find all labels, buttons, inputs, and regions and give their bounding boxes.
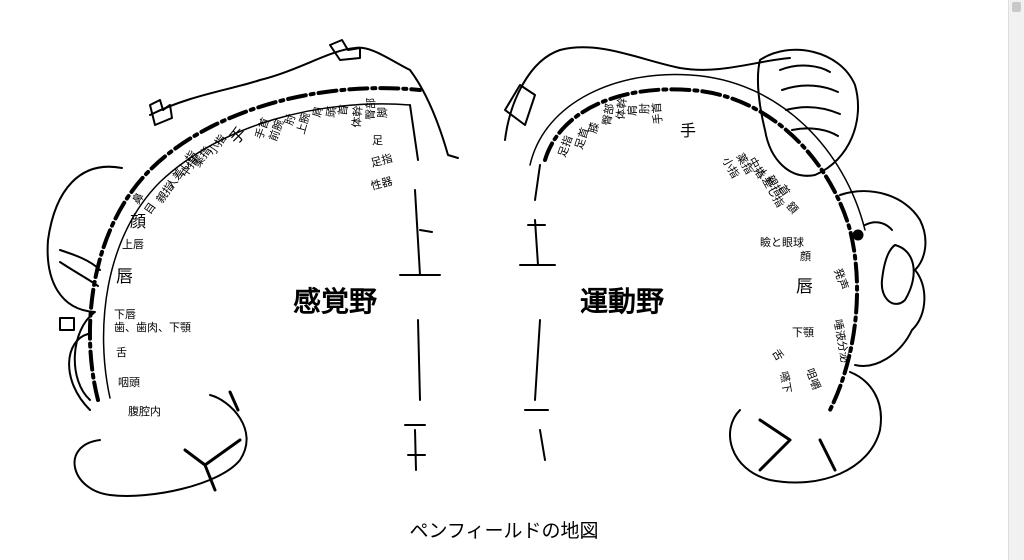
motor-label: 顔: [800, 249, 811, 263]
motor-label: 肘: [637, 103, 651, 114]
sensory-fissure: [399, 104, 441, 471]
sensory-title: 感覚野: [293, 285, 377, 318]
sensory-cortex-drawing: [46, 39, 459, 497]
sensory-label: 肘: [282, 112, 299, 127]
sensory-label: 上腕: [293, 111, 312, 136]
sensory-mouth: [59, 249, 101, 287]
sensory-label: 臀部: [363, 98, 378, 120]
motor-hand: [756, 48, 860, 177]
motor-label: 下顎: [792, 326, 814, 339]
motor-label: 舌: [769, 347, 786, 363]
sensory-label: 歯、歯肉、下顎: [114, 321, 191, 334]
motor-face: [839, 190, 927, 367]
sensory-label: 肩: [309, 105, 325, 119]
motor-fingers: [779, 64, 841, 137]
motor-label: 手: [680, 121, 696, 140]
motor-inner-arc: [529, 73, 866, 231]
motor-foot: [504, 84, 536, 126]
sensory-lip-block: [59, 317, 75, 331]
motor-label: 臀部: [599, 102, 617, 126]
sensory-hand: [149, 99, 173, 126]
motor-labels: 足指 足首 膝 臀部 体幹 肩 肘 手首 手 小指 薬指 中指 人差し指 親指 …: [555, 97, 853, 394]
motor-vessel: [758, 418, 837, 472]
sensory-label: 腹腔内: [128, 404, 161, 418]
sensory-label: 上唇: [122, 238, 144, 251]
sensory-label: 舌: [116, 346, 127, 359]
sensory-label: 首: [335, 104, 350, 117]
sensory-label: 足指: [369, 151, 394, 170]
sensory-arm: [149, 46, 459, 159]
motor-cortex-drawing: [504, 46, 927, 484]
motor-lower-lobe: [729, 371, 882, 484]
motor-label: 体幹: [613, 97, 629, 120]
sensory-label: 頭: [324, 105, 339, 118]
scrollbar-thumb[interactable]: [1012, 2, 1021, 12]
diagram-caption: ペンフィールドの地図: [409, 520, 599, 542]
sensory-label: 足: [372, 134, 383, 147]
sensory-label: 咽頭: [118, 376, 140, 389]
motor-pupil: [852, 229, 864, 241]
sensory-label: 性器: [369, 174, 394, 193]
motor-leg: [504, 46, 791, 141]
sensory-inner-arc: [102, 103, 411, 399]
sensory-vessel: [183, 390, 242, 492]
motor-label: 唇: [796, 277, 813, 297]
motor-label: 足首: [572, 126, 592, 151]
sensory-label: 手: [225, 123, 250, 148]
motor-label: 瞼と眼球: [760, 235, 804, 249]
motor-fissure: [519, 164, 556, 461]
sensory-label: 脚: [375, 107, 389, 118]
motor-label: 唾液分泌: [831, 318, 852, 364]
sensory-label: 下唇: [114, 308, 136, 321]
motor-arc: [543, 87, 859, 412]
sensory-foot: [329, 39, 361, 61]
sensory-face: [46, 165, 123, 401]
motor-label: 咀嚼: [803, 366, 824, 391]
vertical-scrollbar[interactable]: [1008, 0, 1024, 560]
motor-label: 手首: [649, 102, 665, 125]
motor-mouth: [880, 244, 915, 305]
motor-label: 発声: [831, 266, 852, 291]
motor-eye: [864, 221, 893, 231]
sensory-label: 顔: [130, 212, 146, 231]
sensory-label: 体幹: [349, 105, 365, 128]
sensory-tongue: [68, 333, 91, 411]
sensory-lower-lobe: [73, 394, 248, 497]
motor-label: 肩: [625, 105, 639, 116]
sensory-label: 唇: [116, 267, 133, 287]
motor-title: 運動野: [580, 285, 664, 318]
motor-label: 嚥下: [777, 370, 794, 394]
sensory-arc: [87, 86, 422, 402]
motor-label: 膝: [586, 121, 601, 135]
sensory-labels: 腹腔内 咽頭 舌 歯、歯肉、下顎 下唇 唇 上唇 顔 鼻 目 親指 人差し指 中…: [114, 98, 394, 418]
